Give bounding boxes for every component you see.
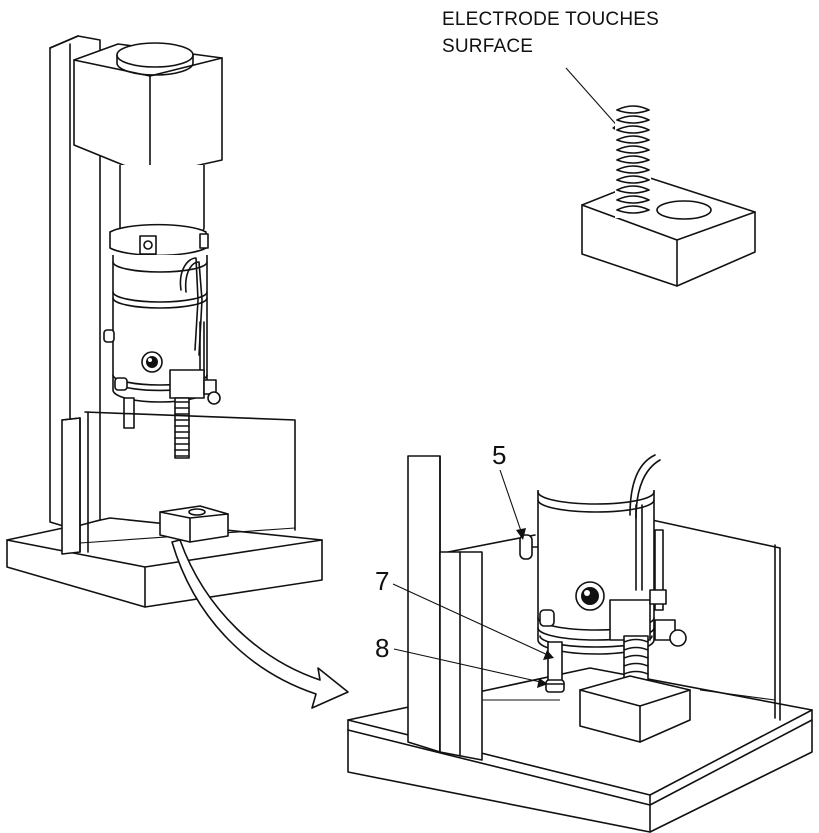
enlarged-clamp — [609, 599, 651, 641]
enlarged-pillar — [407, 455, 441, 753]
sample-block-small — [159, 505, 229, 543]
callout-line-2: SURFACE — [442, 36, 533, 57]
magnify-arrow — [171, 539, 349, 709]
enlarged-rod — [654, 529, 664, 611]
shield-left-panel — [61, 417, 81, 555]
callout-leader — [565, 67, 622, 131]
electrode-clamp — [169, 369, 205, 399]
label-7: 7 — [375, 566, 389, 596]
clamp-collar — [109, 223, 207, 257]
spring-electrode — [174, 397, 190, 459]
full-instrument-view — [6, 35, 323, 608]
motor-head — [73, 43, 223, 177]
enlarged-sample-block — [579, 675, 691, 743]
callout-line-1: ELECTRODE TOUCHES — [442, 9, 659, 30]
leader-7 — [392, 583, 551, 657]
enlarged-shield-left — [439, 551, 483, 761]
head-cap — [116, 42, 194, 68]
tip-8 — [545, 679, 565, 693]
electrode-contact-detail: ELECTRODE TOUCHES SURFACE — [442, 9, 756, 287]
leader-5 — [499, 469, 523, 535]
side-knob — [103, 329, 115, 343]
leader-8 — [393, 648, 546, 684]
instrument-base — [6, 517, 323, 608]
sample-block-detail — [581, 177, 756, 287]
label-8: 8 — [375, 633, 389, 663]
enlarged-view: 5 7 8 — [347, 440, 813, 833]
label-5: 5 — [492, 440, 506, 470]
knob-5 — [519, 534, 533, 560]
spout-7 — [547, 641, 563, 683]
collar-screw — [139, 235, 157, 255]
electrode-spring-coil — [615, 100, 651, 218]
